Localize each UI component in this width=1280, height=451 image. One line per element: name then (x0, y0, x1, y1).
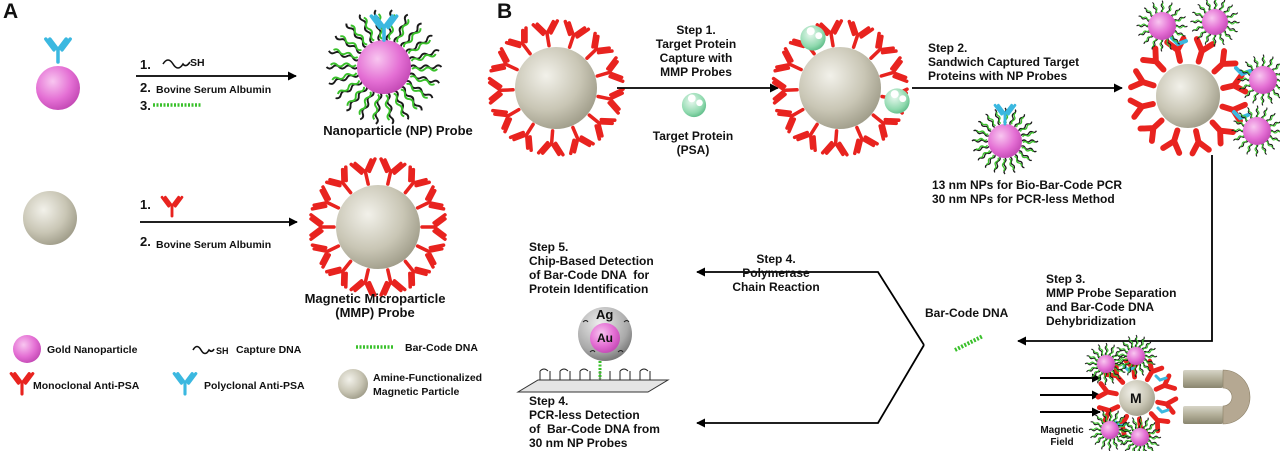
legend-capture-label: Capture DNA (236, 344, 302, 356)
magnetic-field-label: Magnetic Field (1040, 425, 1084, 448)
mmp-step2-number: 2. (140, 234, 151, 249)
step4-pcrless-label: Step 4. PCR-less Detection of Bar-Code D… (529, 394, 660, 450)
np-sizes-label: 13 nm NPs for Bio-Bar-Code PCR 30 nm NPs… (932, 178, 1123, 206)
np-step2-number: 2. (140, 80, 151, 95)
step1-label: Step 1. Target Protein Capture with MMP … (655, 23, 737, 79)
sandwich-complex (1131, 0, 1280, 157)
mmp-probe-label: Magnetic Microparticle (MMP) Probe (304, 291, 446, 320)
mmp-step2-text: Bovine Serum Albumin (156, 239, 272, 251)
magnetic-separation-icon (1040, 369, 1251, 425)
legend-barcode-label: Bar-Code DNA (405, 342, 478, 354)
psa-protein-icon (681, 92, 707, 118)
np-probe-label: Nanoparticle (NP) Probe (323, 123, 473, 138)
step3-arrow (1017, 155, 1213, 346)
mmp-probe-large (309, 157, 447, 297)
step5-label: Step 5. Chip-Based Detection of Bar-Code… (529, 240, 654, 296)
separated-complex (1084, 334, 1176, 451)
legend-gold-icon (13, 335, 41, 363)
mmp-probe-b (487, 19, 625, 157)
step4-pcr-arrow (696, 267, 925, 346)
legend-amine-label: Amine-Functionalized Magnetic Particle (373, 372, 483, 398)
thiol-dna-icon (162, 59, 191, 69)
step4-pcr-label: Step 4. Polymerase Chain Reaction (732, 252, 820, 294)
step2-label: Step 2. Sandwich Captured Target Protein… (928, 41, 1080, 83)
np-step3-number: 3. (140, 98, 151, 113)
legend-magnetic-icon (338, 369, 368, 399)
np-probe-antibody-icon (44, 37, 72, 64)
legend-mono-icon (9, 372, 35, 396)
gold-nanoparticle-icon (36, 66, 80, 110)
target-protein-label: Target Protein (PSA) (652, 129, 734, 157)
step3-label: Step 3. MMP Probe Separation and Bar-Cod… (1046, 272, 1177, 328)
barcode-dna-strand (954, 334, 984, 352)
panel-a-label: A (3, 0, 19, 23)
m-label: M (1130, 390, 1142, 406)
au-label: Au (597, 331, 613, 345)
np-step2-text: Bovine Serum Albumin (156, 84, 272, 96)
legend-mono-label: Monoclonal Anti-PSA (33, 380, 140, 392)
ag-label: Ag (596, 307, 614, 322)
panel-b-label: B (497, 0, 513, 23)
np-step1-sh: SH (190, 57, 205, 69)
magnetic-particle-icon (23, 191, 77, 245)
step4-pcrless-arrow (696, 344, 925, 428)
np-probe-large (325, 8, 443, 126)
legend-sh-label: SH (216, 346, 229, 356)
legend-poly-label: Polyclonal Anti-PSA (204, 380, 305, 392)
chip-detection-icon (516, 307, 670, 393)
barcode-dna-label: Bar-Code DNA (925, 306, 1009, 320)
legend-capture-icon (192, 345, 215, 355)
legend-poly-icon (172, 372, 198, 396)
monoclonal-antibody-small-icon (160, 195, 184, 218)
mmp-step1-number: 1. (140, 197, 151, 212)
legend-gold-label: Gold Nanoparticle (47, 344, 138, 356)
np-step1-number: 1. (140, 57, 151, 72)
mmp-with-psa (771, 19, 910, 157)
np-probe-b (971, 103, 1039, 175)
